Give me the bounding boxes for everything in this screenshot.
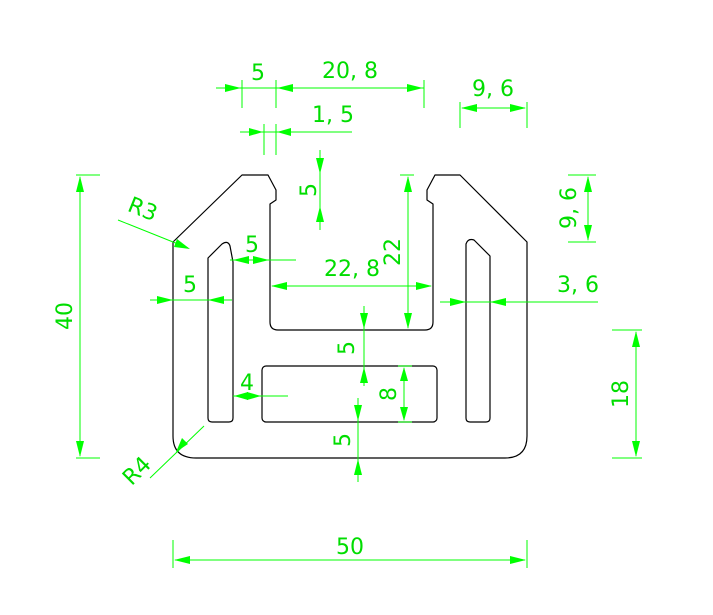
label-right-top-height: 9, 6 [557,187,582,229]
label-slot-inner-width: 22, 8 [324,257,380,282]
profile-geometry [172,174,528,459]
label-left-wall: 5 [183,273,197,298]
label-slot-wall: 5 [245,233,259,258]
dimension-labels: 50 40 18 R3 R4 5 20, 8 1, 5 9, 6 9, 6 5 … [53,59,634,560]
label-overall-height: 40 [53,302,78,330]
label-left-pocket-gap: 4 [240,371,254,396]
label-right-lower-height: 18 [609,380,634,408]
label-slot-depth: 22 [381,238,406,266]
label-slot-opening: 20, 8 [322,59,378,84]
label-lip-height: 5 [297,183,322,197]
dimension-lines [76,80,642,568]
profile-outer-outline [172,174,528,459]
label-lip-step: 1, 5 [312,103,354,128]
label-pocket-height: 8 [377,387,402,401]
label-bottom-wall: 5 [331,433,356,447]
label-right-wall: 3, 6 [557,273,599,298]
label-overall-width: 50 [336,535,364,560]
label-radius-top: R3 [124,193,161,227]
label-center-web: 5 [335,341,360,355]
center-pocket-outline [261,365,438,423]
right-slot-outline [465,238,491,423]
label-radius-bottom: R4 [118,452,156,490]
label-right-top-width: 9, 6 [472,77,514,102]
label-lip-width: 5 [251,61,265,86]
left-slot-outline [207,241,234,423]
